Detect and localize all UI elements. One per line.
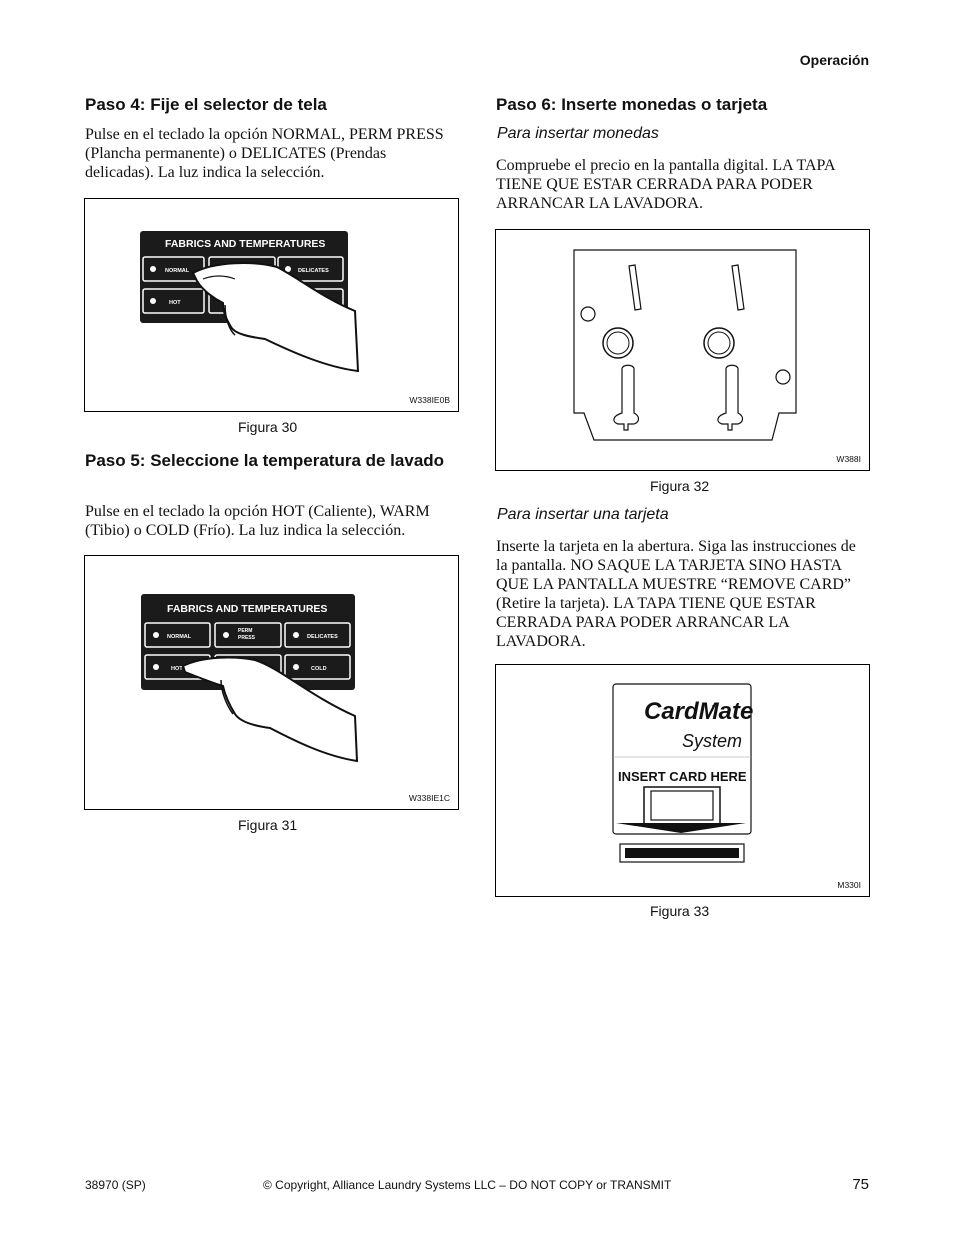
figure-30-caption: Figura 30 bbox=[238, 419, 298, 435]
insert-card-subheading: Para insertar una tarjeta bbox=[497, 506, 669, 523]
system-logo: System bbox=[682, 731, 742, 751]
coin-slot-illustration bbox=[573, 249, 797, 441]
figure-31-caption: Figura 31 bbox=[238, 817, 298, 833]
figure-33-id: M330I bbox=[837, 880, 861, 890]
insert-coins-body: Compruebe el precio en la pantalla digit… bbox=[496, 157, 835, 212]
coin-slot-right bbox=[731, 264, 745, 311]
step5-body: Pulse en el teclado la opción HOT (Calie… bbox=[85, 503, 430, 539]
coin-slot-left bbox=[628, 264, 642, 311]
figure-32-caption: Figura 32 bbox=[650, 478, 710, 494]
figure-33-caption: Figura 33 bbox=[650, 903, 710, 919]
button-normal-label: NORMAL bbox=[167, 634, 192, 640]
page-number: 75 bbox=[852, 1176, 869, 1193]
svg-text:™: ™ bbox=[711, 704, 717, 711]
cardmate-logo: CardMate bbox=[644, 698, 753, 725]
svg-text:PERM: PERM bbox=[238, 628, 252, 634]
insert-card-label: INSERT CARD HERE bbox=[618, 769, 747, 784]
hand-icon bbox=[181, 656, 359, 763]
button-delicates-label: DELICATES bbox=[307, 634, 338, 640]
step5-heading: Paso 5: Seleccione la temperatura de lav… bbox=[85, 451, 445, 470]
figure-31: FABRICS AND TEMPERATURES NORMAL PERM PRE… bbox=[84, 555, 459, 810]
step4-heading: Paso 4: Fije el selector de tela bbox=[85, 95, 327, 114]
button-cold-label: COLD bbox=[311, 666, 327, 672]
panel-title: FABRICS AND TEMPERATURES bbox=[165, 238, 325, 250]
figure-32: W388I bbox=[495, 229, 870, 471]
step4-body: Pulse en el teclado la opción NORMAL, PE… bbox=[85, 126, 444, 181]
hand-icon bbox=[191, 262, 360, 373]
temperature-panel-illustration: FABRICS AND TEMPERATURES NORMAL PERM PRE… bbox=[141, 594, 359, 763]
figure-31-id: W338IE1C bbox=[408, 793, 450, 803]
fabric-panel-illustration: FABRICS AND TEMPERATURES NORMAL DELICATE… bbox=[140, 231, 360, 373]
button-hot-label: HOT bbox=[169, 300, 181, 306]
button-normal-label: NORMAL bbox=[165, 268, 190, 274]
figure-33: CardMate ™ System INSERT CARD HERE M330I bbox=[495, 664, 870, 897]
insert-card-body: Inserte la tarjeta en la abertura. Siga … bbox=[496, 538, 856, 650]
button-delicates-label: DELICATES bbox=[298, 268, 329, 274]
figure-32-id: W388I bbox=[836, 454, 861, 464]
arrow-down-icon bbox=[616, 823, 746, 833]
copyright-notice: © Copyright, Alliance Laundry Systems LL… bbox=[263, 1178, 672, 1192]
svg-text:PRESS: PRESS bbox=[238, 635, 256, 641]
insert-coins-subheading: Para insertar monedas bbox=[497, 125, 659, 142]
button-hot-label: HOT bbox=[171, 666, 183, 672]
panel-title: FABRICS AND TEMPERATURES bbox=[167, 603, 327, 615]
figure-30-id: W338IE0B bbox=[409, 395, 450, 405]
section-header: Operación bbox=[799, 52, 869, 68]
figure-30: FABRICS AND TEMPERATURES NORMAL DELICATE… bbox=[84, 198, 459, 412]
card-reader-illustration: CardMate ™ System INSERT CARD HERE bbox=[612, 683, 753, 863]
step6-heading: Paso 6: Inserte monedas o tarjeta bbox=[496, 95, 768, 114]
doc-number: 38970 (SP) bbox=[85, 1178, 146, 1192]
